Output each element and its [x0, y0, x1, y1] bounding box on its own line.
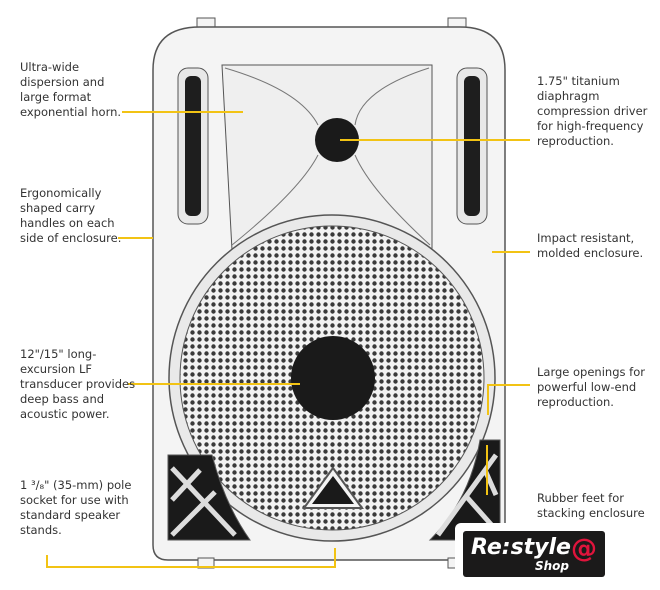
leader-lines: [46, 111, 530, 568]
logo-main-text: Re:style: [471, 535, 571, 560]
callout-enclosure: Impact resistant, molded enclosure.: [537, 231, 644, 260]
callout-openings: Large openings for powerful low-end repr…: [537, 365, 645, 409]
cart-at-icon: @: [571, 534, 597, 564]
logo-sub-text: Shop: [535, 559, 570, 573]
carry-handle-left: [177, 67, 209, 225]
callout-transducer: 12"/15" long- excursion LF transducer pr…: [20, 347, 136, 421]
callout-pole-socket: 1 ³/₈" (35-mm) pole socket for use with …: [20, 478, 132, 537]
port-opening-left: [167, 454, 251, 541]
tweeter-driver: [315, 118, 359, 162]
callout-horn: Ultra-wide dispersion and large format e…: [20, 60, 122, 119]
callout-handles: Ergonomically shaped carry handles on ea…: [20, 186, 122, 245]
callout-driver: 1.75" titanium diaphragm compression dri…: [537, 74, 648, 148]
woofer-dust-cap: [291, 336, 375, 420]
callout-feet: Rubber feet for stacking enclosure: [537, 491, 645, 520]
carry-handle-right: [456, 67, 488, 225]
restyle-shop-logo: Re:style Shop @: [455, 523, 611, 581]
logo-triangle: [302, 466, 364, 509]
